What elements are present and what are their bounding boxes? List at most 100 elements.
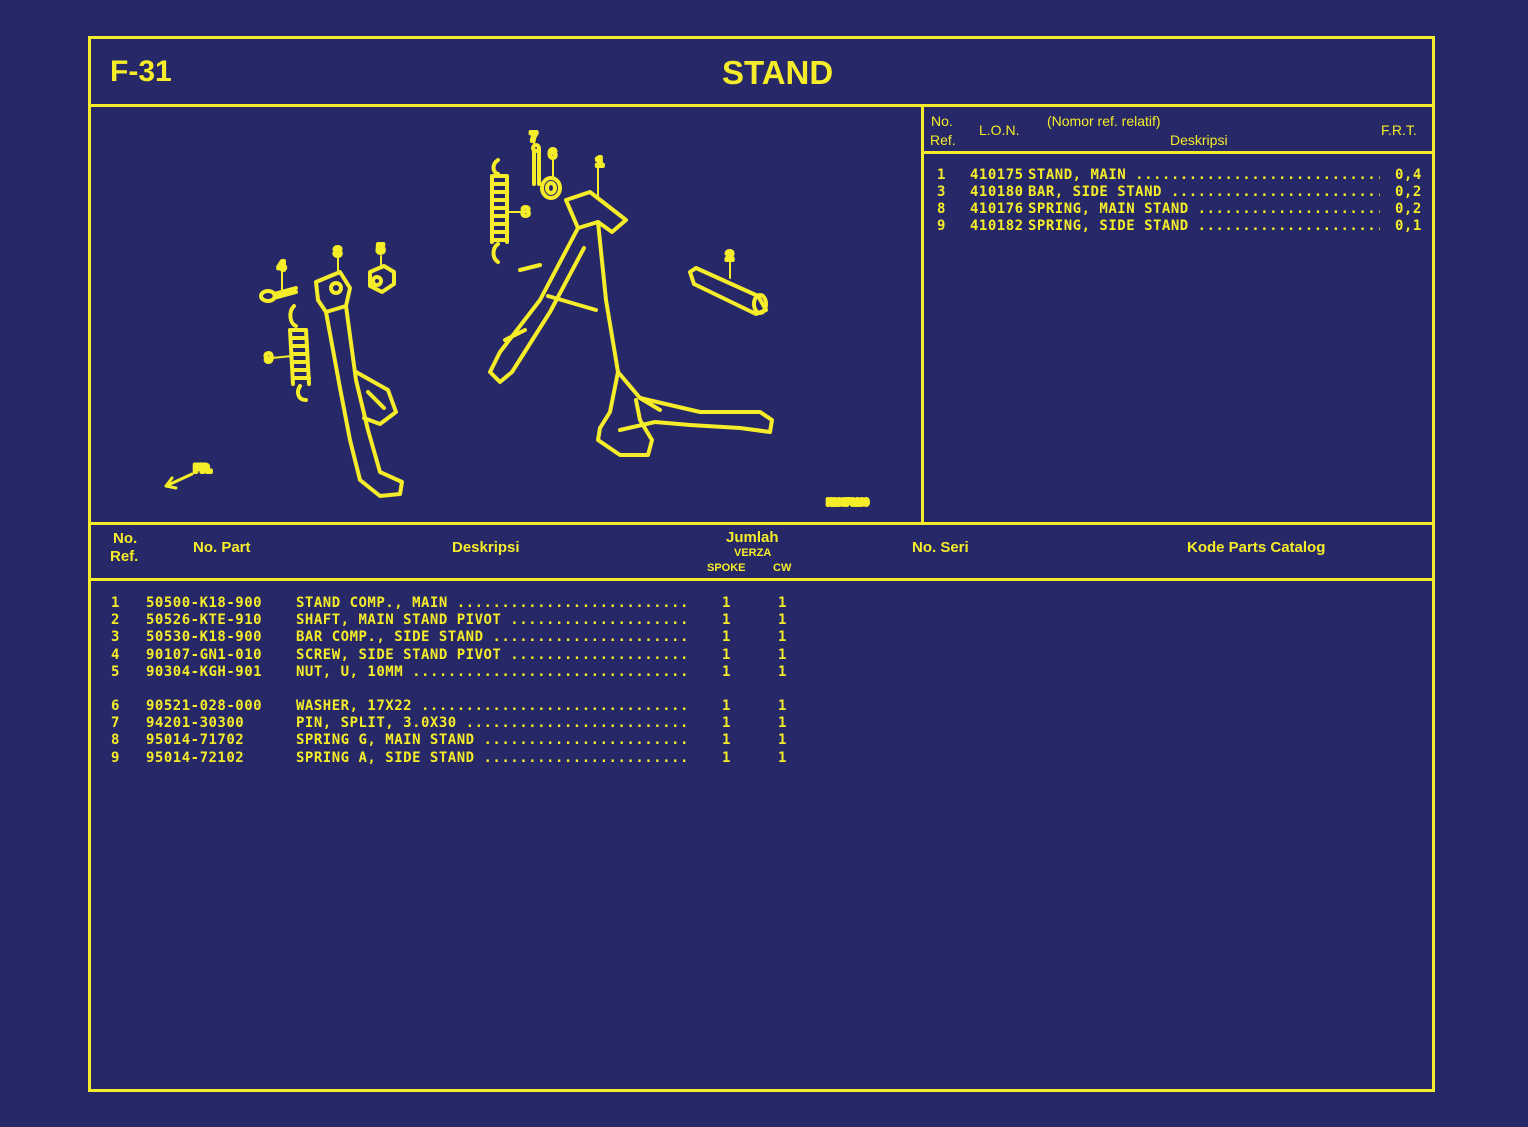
parts-ref: 1 [111, 595, 120, 611]
parts-number: 95014-71702 [146, 732, 245, 748]
parts-desc: BAR COMP., SIDE STAND ..................… [296, 629, 686, 645]
page-title: STAND [722, 54, 834, 91]
parts-header-top-divider [88, 522, 1435, 525]
parts-qty-cw: 1 [778, 629, 787, 645]
callout-7: 7 [530, 129, 537, 144]
washer-drawing [540, 176, 562, 200]
parts-qty-spoke: 1 [722, 698, 731, 714]
exploded-parts-diagram: 1 2 3 4 5 6 7 8 9 FR. K188F3100 [164, 127, 871, 509]
parts-desc: SPRING G, MAIN STAND ...................… [296, 732, 686, 748]
parts-number: 94201-30300 [146, 715, 245, 731]
parts-desc: SCREW, SIDE STAND PIVOT ................… [296, 647, 686, 663]
parts-header-bottom-divider [88, 578, 1435, 581]
front-arrow-icon [164, 472, 194, 490]
callout-5: 5 [377, 241, 384, 256]
parts-number: 50526-KTE-910 [146, 612, 263, 628]
parts-header-part-no: No. Part [193, 539, 251, 556]
labor-ref: 3 [937, 184, 946, 200]
parts-desc: PIN, SPLIT, 3.0X30 .....................… [296, 715, 686, 731]
labor-ref: 1 [937, 167, 946, 183]
labor-ref: 9 [937, 218, 946, 234]
parts-qty-spoke: 1 [722, 715, 731, 731]
parts-header-cw: CW [773, 562, 792, 574]
split-pin-drawing [531, 143, 541, 186]
labor-lon: 410175 [970, 167, 1024, 183]
catalog-page-frame [88, 36, 1435, 1092]
labor-frt: 0,2 [1395, 184, 1422, 200]
parts-ref: 6 [111, 698, 120, 714]
parts-header-qty: Jumlah [726, 529, 779, 546]
parts-qty-spoke: 1 [722, 595, 731, 611]
parts-header-desc: Deskripsi [452, 539, 520, 556]
parts-ref: 8 [111, 732, 120, 748]
parts-number: 95014-72102 [146, 750, 245, 766]
labor-frt: 0,1 [1395, 218, 1422, 234]
parts-ref: 3 [111, 629, 120, 645]
diagram-divider [921, 104, 924, 524]
labor-frt: 0,4 [1395, 167, 1422, 183]
parts-qty-cw: 1 [778, 698, 787, 714]
labor-header-frt: F.R.T. [1381, 122, 1417, 138]
parts-ref: 5 [111, 664, 120, 680]
labor-desc: STAND, MAIN ............................… [1028, 167, 1380, 183]
parts-qty-cw: 1 [778, 715, 787, 731]
parts-qty-spoke: 1 [722, 612, 731, 628]
parts-desc: WASHER, 17X22 ..........................… [296, 698, 686, 714]
parts-header-catalog: Kode Parts Catalog [1187, 539, 1326, 556]
parts-qty-cw: 1 [778, 612, 787, 628]
parts-qty-cw: 1 [778, 732, 787, 748]
parts-header-spoke: SPOKE [707, 562, 746, 574]
parts-qty-spoke: 1 [722, 732, 731, 748]
labor-header-desc: Deskripsi [1170, 132, 1228, 148]
parts-header-no: No. [113, 530, 138, 547]
callout-2: 2 [726, 248, 733, 263]
parts-qty-spoke: 1 [722, 664, 731, 680]
labor-header-ref: Ref. [930, 132, 956, 148]
callout-4: 4 [278, 258, 286, 273]
parts-desc: STAND COMP., MAIN ......................… [296, 595, 686, 611]
parts-qty-spoke: 1 [722, 750, 731, 766]
page-code: F-31 [110, 55, 172, 88]
parts-number: 90304-KGH-901 [146, 664, 263, 680]
labor-lon: 410176 [970, 201, 1024, 217]
nut-drawing [368, 264, 396, 294]
labor-desc: SPRING, MAIN STAND .....................… [1028, 201, 1380, 217]
side-stand-drawing [314, 270, 404, 498]
labor-lon: 410180 [970, 184, 1024, 200]
parts-qty-cw: 1 [778, 647, 787, 663]
front-label: FR. [194, 463, 212, 475]
header-divider [88, 104, 1435, 107]
parts-qty-cw: 1 [778, 595, 787, 611]
labor-desc: SPRING, SIDE STAND .....................… [1028, 218, 1380, 234]
parts-header-ref: Ref. [110, 548, 139, 565]
labor-frt: 0,2 [1395, 201, 1422, 217]
labor-ref: 8 [937, 201, 946, 217]
parts-ref: 7 [111, 715, 120, 731]
callout-leaders [271, 141, 731, 359]
callout-8: 8 [522, 204, 529, 219]
callout-6: 6 [549, 146, 556, 161]
parts-qty-spoke: 1 [722, 647, 731, 663]
main-stand-spring-drawing [490, 158, 509, 264]
callout-1: 1 [596, 154, 603, 169]
parts-number: 90107-GN1-010 [146, 647, 263, 663]
labor-lon: 410182 [970, 218, 1024, 234]
callout-9: 9 [265, 350, 272, 365]
parts-ref: 4 [111, 647, 120, 663]
parts-number: 50530-K18-900 [146, 629, 263, 645]
parts-desc: SHAFT, MAIN STAND PIVOT ................… [296, 612, 686, 628]
figure-code: K188F3100 [827, 498, 869, 507]
parts-qty-cw: 1 [778, 664, 787, 680]
shaft-drawing [688, 266, 768, 316]
labor-header-lon: L.O.N. [979, 122, 1020, 138]
parts-qty-spoke: 1 [722, 629, 731, 645]
parts-desc: SPRING A, SIDE STAND ...................… [296, 750, 686, 766]
parts-desc: NUT, U, 10MM ...........................… [296, 664, 686, 680]
parts-qty-cw: 1 [778, 750, 787, 766]
labor-header-no: No. [931, 113, 953, 129]
callout-3: 3 [334, 244, 341, 259]
labor-header-note: (Nomor ref. relatif) [1047, 113, 1161, 129]
main-stand-drawing [488, 190, 774, 457]
parts-ref: 9 [111, 750, 120, 766]
parts-number: 50500-K18-900 [146, 595, 263, 611]
